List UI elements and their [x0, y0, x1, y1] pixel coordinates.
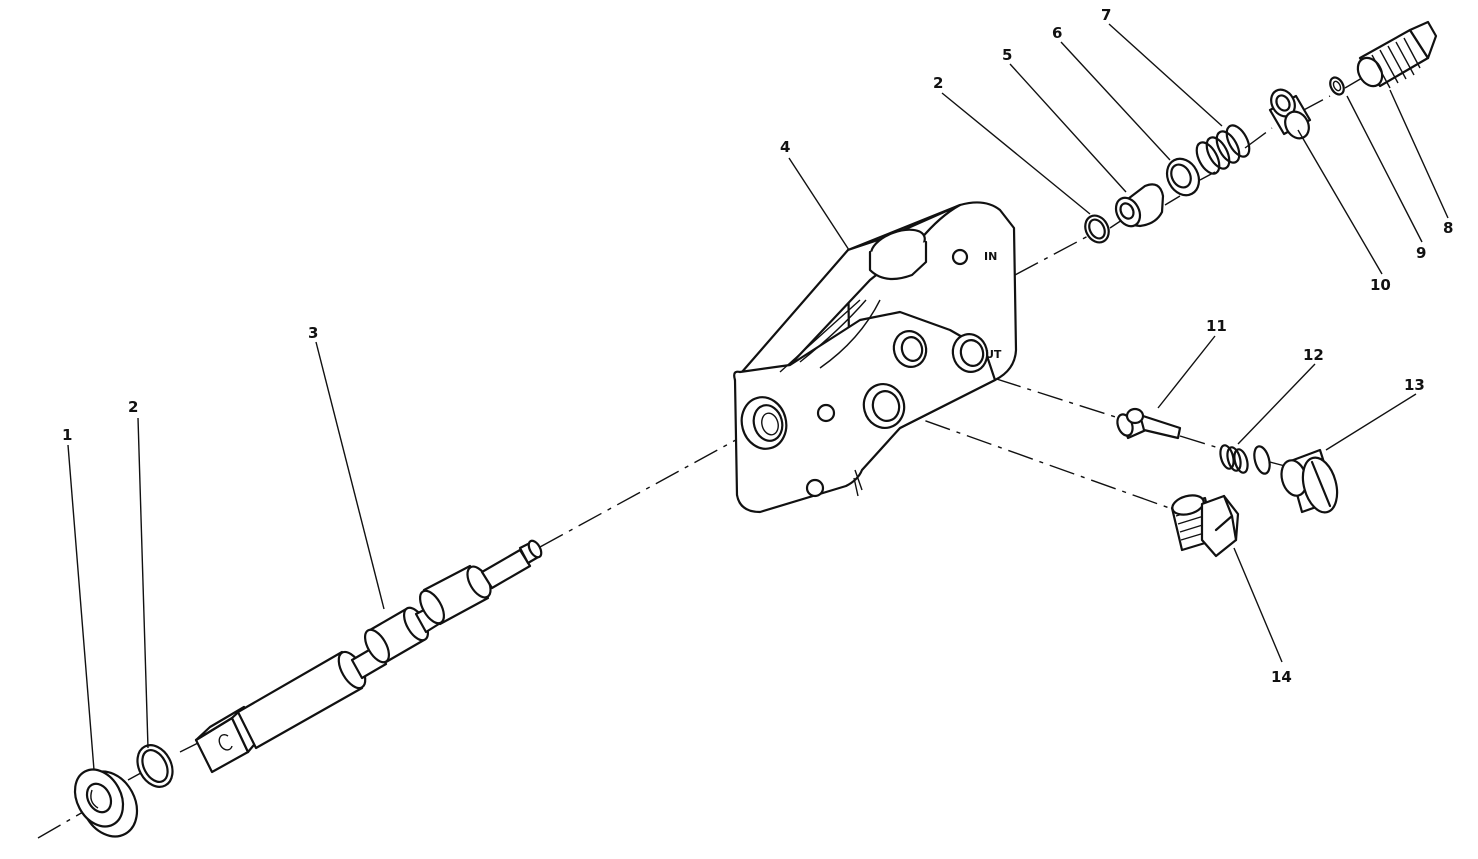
assembly-centerlines: [37, 77, 1363, 839]
part-13-slotted-plug: [1280, 448, 1339, 514]
callout-11: 11: [1206, 317, 1227, 335]
inlet-marking: IN: [984, 250, 997, 263]
callout-13: 13: [1404, 376, 1425, 394]
callout-9: 9: [1416, 244, 1426, 262]
part-7-spring: [1195, 124, 1251, 175]
part-4-valve-body: IN UT: [733, 201, 1018, 514]
outlet-marking: UT: [985, 348, 1002, 361]
callout-3: 3: [308, 324, 318, 342]
callout-2-lower: 2: [128, 398, 138, 416]
part-8-adjusting-plug: [1356, 20, 1438, 89]
part-6-washer: [1165, 157, 1201, 197]
callout-1: 1: [62, 426, 72, 444]
callout-4: 4: [780, 138, 790, 156]
part-9-small-o-ring: [1329, 76, 1345, 96]
callout-6: 6: [1052, 24, 1062, 42]
callout-14: 14: [1271, 668, 1292, 686]
part-3-spool: [194, 539, 543, 774]
callout-7: 7: [1101, 6, 1111, 24]
callout-10: 10: [1370, 276, 1391, 294]
callout-12: 12: [1303, 346, 1324, 364]
part-2-o-ring-upper: [1084, 214, 1110, 244]
part-1-seal: [73, 768, 139, 838]
callout-5: 5: [1002, 46, 1012, 64]
leader-lines: [67, 23, 1449, 771]
part-11-plunger: [1116, 407, 1182, 440]
part-14-hex-plug: [1170, 494, 1240, 558]
callout-labels: 1 2 3 4 2 5 6 7 8 9 10 11 12 13 14: [62, 6, 1453, 686]
callout-2-upper: 2: [933, 74, 943, 92]
part-12-spring: [1219, 444, 1271, 475]
part-5-poppet: [1114, 183, 1165, 228]
part-2-o-ring-lower: [136, 744, 174, 788]
part-10-sleeve: [1268, 88, 1312, 140]
callout-8: 8: [1443, 219, 1453, 237]
